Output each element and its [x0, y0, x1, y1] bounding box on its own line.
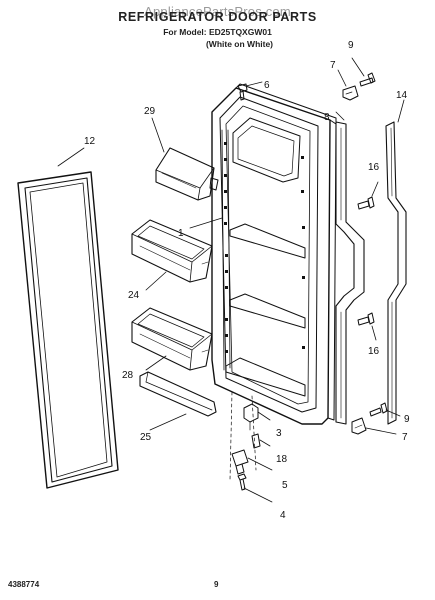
handle-seal-strip [385, 99, 407, 425]
callout-24: 24 [128, 290, 140, 301]
bottom-hinge-screw [369, 402, 401, 417]
callout-29: 29 [144, 106, 156, 117]
callout-14: 14 [396, 90, 408, 101]
callout-25: 25 [140, 432, 152, 443]
model-line: For Model: ED25TQXGW01 [163, 27, 272, 37]
door-bin-29 [151, 117, 219, 201]
document-number: 4388774 [8, 580, 40, 589]
page-number: 9 [214, 580, 219, 589]
callout-7-top: 7 [330, 60, 336, 71]
door-liner [211, 83, 337, 425]
hinge-pin [231, 449, 273, 475]
door-shelf-24 [131, 219, 213, 291]
callout-9-bottom: 9 [404, 414, 410, 425]
callout-3: 3 [276, 428, 282, 439]
hinge-screw [237, 473, 273, 503]
callout-18: 18 [276, 454, 288, 465]
callout-4: 4 [280, 510, 286, 521]
callout-12: 12 [84, 136, 96, 147]
callout-7-bottom: 7 [402, 432, 408, 443]
top-hinge [337, 69, 359, 101]
door-stop-bracket [243, 403, 271, 431]
callout-16-upper: 16 [368, 162, 380, 173]
door-rail-25 [139, 371, 217, 431]
diagram-title: REFRIGERATOR DOOR PARTS [118, 10, 317, 24]
callout-8: 8 [324, 112, 330, 123]
callout-6: 6 [264, 80, 270, 91]
door-shelf-28 [131, 307, 213, 371]
callout-9-top: 9 [348, 40, 354, 51]
door-gasket [17, 171, 119, 489]
color-line: (White on White) [205, 39, 274, 49]
watermark-text: AppliancePartsPros.com [144, 4, 291, 19]
door-handle-trim [335, 111, 365, 425]
bushing [251, 433, 271, 449]
callout-28: 28 [122, 370, 134, 381]
callout-1: 1 [178, 228, 184, 239]
screw-part-6 [237, 81, 263, 101]
leader-lines [57, 147, 223, 229]
handle-screw-lower [357, 312, 377, 341]
callout-numbers: 6 9 7 29 8 14 12 16 1 24 16 28 25 3 9 7 … [84, 40, 410, 521]
callout-5: 5 [282, 480, 288, 491]
callout-16-lower: 16 [368, 346, 380, 357]
top-hinge-screw [351, 57, 376, 87]
handle-screw-upper [357, 181, 379, 210]
bottom-hinge [351, 417, 397, 435]
